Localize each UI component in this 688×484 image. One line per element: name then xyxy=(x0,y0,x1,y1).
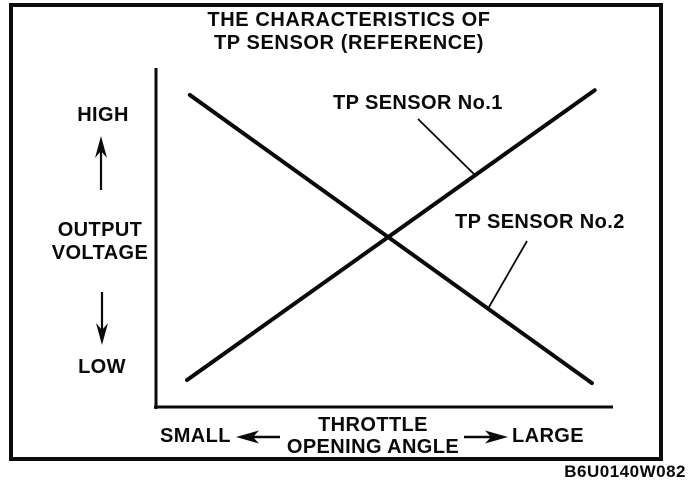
figure-border-frame xyxy=(9,3,663,461)
figure-reference-code: B6U0140W082 xyxy=(564,462,686,481)
x-axis-title: THROTTLE OPENING ANGLE xyxy=(283,414,463,458)
sensor1-leader-line xyxy=(417,118,477,177)
y-axis-high-label: HIGH xyxy=(77,104,129,126)
series-label-tp-sensor-2: TP SENSOR No.2 xyxy=(455,211,625,233)
x-axis-title-line2: OPENING ANGLE xyxy=(286,436,460,458)
tp-sensor-2-line xyxy=(187,92,594,386)
y-axis-title-line1: OUTPUT xyxy=(57,219,143,241)
left-arrow-icon xyxy=(236,430,280,444)
figure-title: THE CHARACTERISTICS OF TP SENSOR (REFERE… xyxy=(134,9,564,55)
sensor2-leader-line xyxy=(488,240,528,308)
y-axis-low-label: LOW xyxy=(78,356,126,378)
series-label-tp-sensor-1: TP SENSOR No.1 xyxy=(333,92,503,114)
tp-sensor-1-line xyxy=(185,88,597,383)
y-axis-title: OUTPUT VOLTAGE xyxy=(25,219,175,265)
x-axis-title-line1: THROTTLE xyxy=(318,414,428,436)
figure-title-line2: TP SENSOR (REFERENCE) xyxy=(213,32,485,54)
y-axis-title-line2: VOLTAGE xyxy=(51,242,149,264)
figure-title-line1: THE CHARACTERISTICS OF xyxy=(207,9,491,31)
x-axis-large-label: LARGE xyxy=(512,425,584,447)
up-arrow-icon xyxy=(95,136,107,190)
down-arrow-icon xyxy=(96,292,108,345)
right-arrow-icon xyxy=(464,430,508,444)
x-axis-small-label: SMALL xyxy=(160,425,231,447)
